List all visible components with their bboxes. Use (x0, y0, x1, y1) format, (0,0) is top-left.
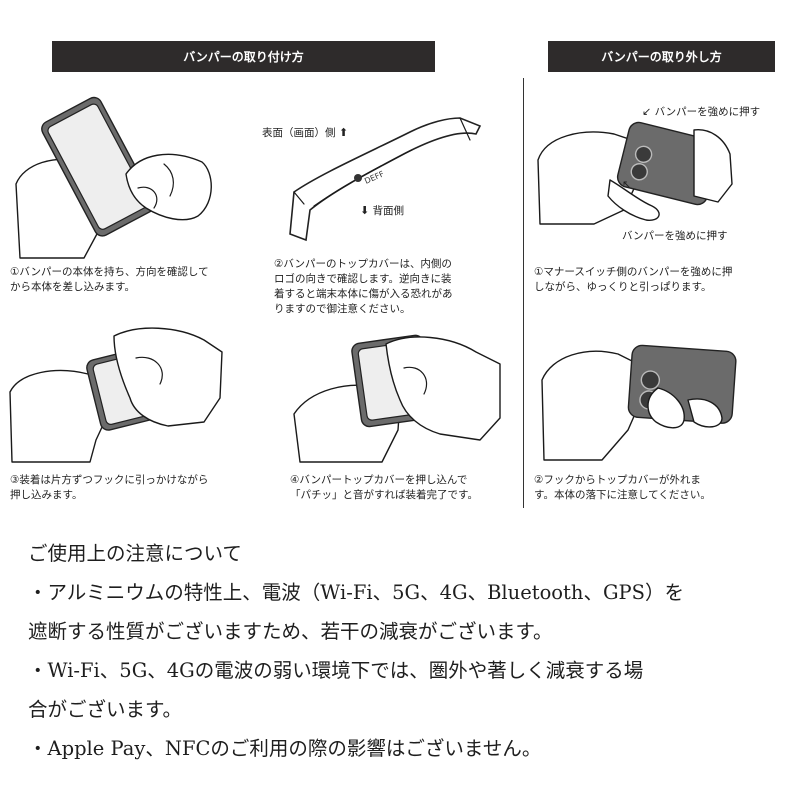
back-side-label: ⬇ 背面側 (360, 203, 404, 218)
notes-line: 遮断する性質がございますため、若干の減衰がございます。 (28, 620, 553, 643)
caption-line: ③装着は片方ずつフックに引っかけながら (10, 474, 209, 486)
press-top-label: ↙ バンパーを強めに押す (642, 104, 760, 119)
notes-line: ・Apple Pay、NFCのご利用の際の影響はございません。 (28, 737, 542, 760)
notes-line: ・アルミニウムの特性上、電波（Wi-Fi、5G、4G、Bluetooth、GPS… (28, 581, 684, 604)
caption-line: ②バンパーのトップカバーは、内側の (274, 258, 452, 270)
remove-header-text: バンパーの取り外し方 (601, 50, 722, 64)
caption-line: から本体を差し込みます。 (10, 281, 135, 293)
caption-line: りますので御注意ください。 (274, 303, 411, 315)
attach-step1-illustration (15, 96, 212, 259)
press-bottom-text: バンパーを強めに押す (622, 230, 728, 242)
front-side-text: 表面（画面）側 (262, 127, 336, 139)
caption-line: ④バンパートップカバーを押し込んで (290, 474, 468, 486)
caption-line: しながら、ゆっくりと引っぱります。 (534, 281, 712, 293)
attach-step2-illustration: DEFF (289, 117, 482, 242)
front-side-label: 表面（画面）側 ⬆ (262, 125, 348, 140)
caption-line: 押し込みます。 (10, 489, 83, 501)
notes-line: 合がございます。 (28, 698, 183, 721)
attach-section-header: バンパーの取り付け方 (52, 41, 435, 72)
section-divider (523, 78, 524, 508)
caption-line: ①バンパーの本体を持ち、方向を確認して (10, 266, 209, 278)
attach-step3-illustration (9, 327, 223, 463)
caption-line: 「パチッ」と音がすれば装着完了です。 (290, 489, 478, 501)
attach-step2-caption: ②バンパーのトップカバーは、内側の ロゴの向きで確認します。逆向きに装 着すると… (274, 257, 453, 317)
caption-line: 着すると端末本体に傷が入る恐れがあ (274, 288, 453, 300)
attach-step3-caption: ③装着は片方ずつフックに引っかけながら 押し込みます。 (10, 473, 208, 503)
caption-line: ①マナースイッチ側のバンパーを強めに押 (534, 266, 733, 278)
back-side-text: 背面側 (372, 205, 405, 217)
press-top-text: バンパーを強めに押す (654, 106, 761, 118)
attach-header-text: バンパーの取り付け方 (183, 50, 304, 64)
caption-line: ロゴの向きで確認します。逆向きに装 (274, 273, 452, 285)
remove-step2-illustration (541, 344, 737, 461)
arrow-down-icon: ⬇ (360, 204, 370, 217)
arrow-up-left-icon: ↖ (622, 178, 632, 191)
attach-step4-illustration (293, 334, 501, 463)
arrow-down-left-icon: ↙ (642, 105, 652, 118)
notes-title: ご使用上の注意について (28, 542, 242, 565)
usage-notes: ご使用上の注意について ・アルミニウムの特性上、電波（Wi-Fi、5G、4G、B… (28, 534, 788, 768)
arrow-up-icon: ⬆ (338, 126, 349, 139)
attach-step4-caption: ④バンパートップカバーを押し込んで 「パチッ」と音がすれば装着完了です。 (290, 473, 478, 503)
notes-line: ・Wi-Fi、5G、4Gの電波の弱い環境下では、圏外や著しく減衰する場 (28, 659, 644, 682)
remove-step1-caption: ①マナースイッチ側のバンパーを強めに押 しながら、ゆっくりと引っぱります。 (534, 265, 732, 295)
caption-line: ②フックからトップカバーが外れま (534, 474, 701, 486)
attach-step1-caption: ①バンパーの本体を持ち、方向を確認して から本体を差し込みます。 (10, 265, 209, 295)
remove-step2-caption: ②フックからトップカバーが外れま す。本体の落下に注意してください。 (534, 473, 711, 503)
remove-section-header: バンパーの取り外し方 (548, 41, 775, 72)
caption-line: す。本体の落下に注意してください。 (534, 489, 711, 501)
remove-step1-illustration (537, 121, 733, 225)
